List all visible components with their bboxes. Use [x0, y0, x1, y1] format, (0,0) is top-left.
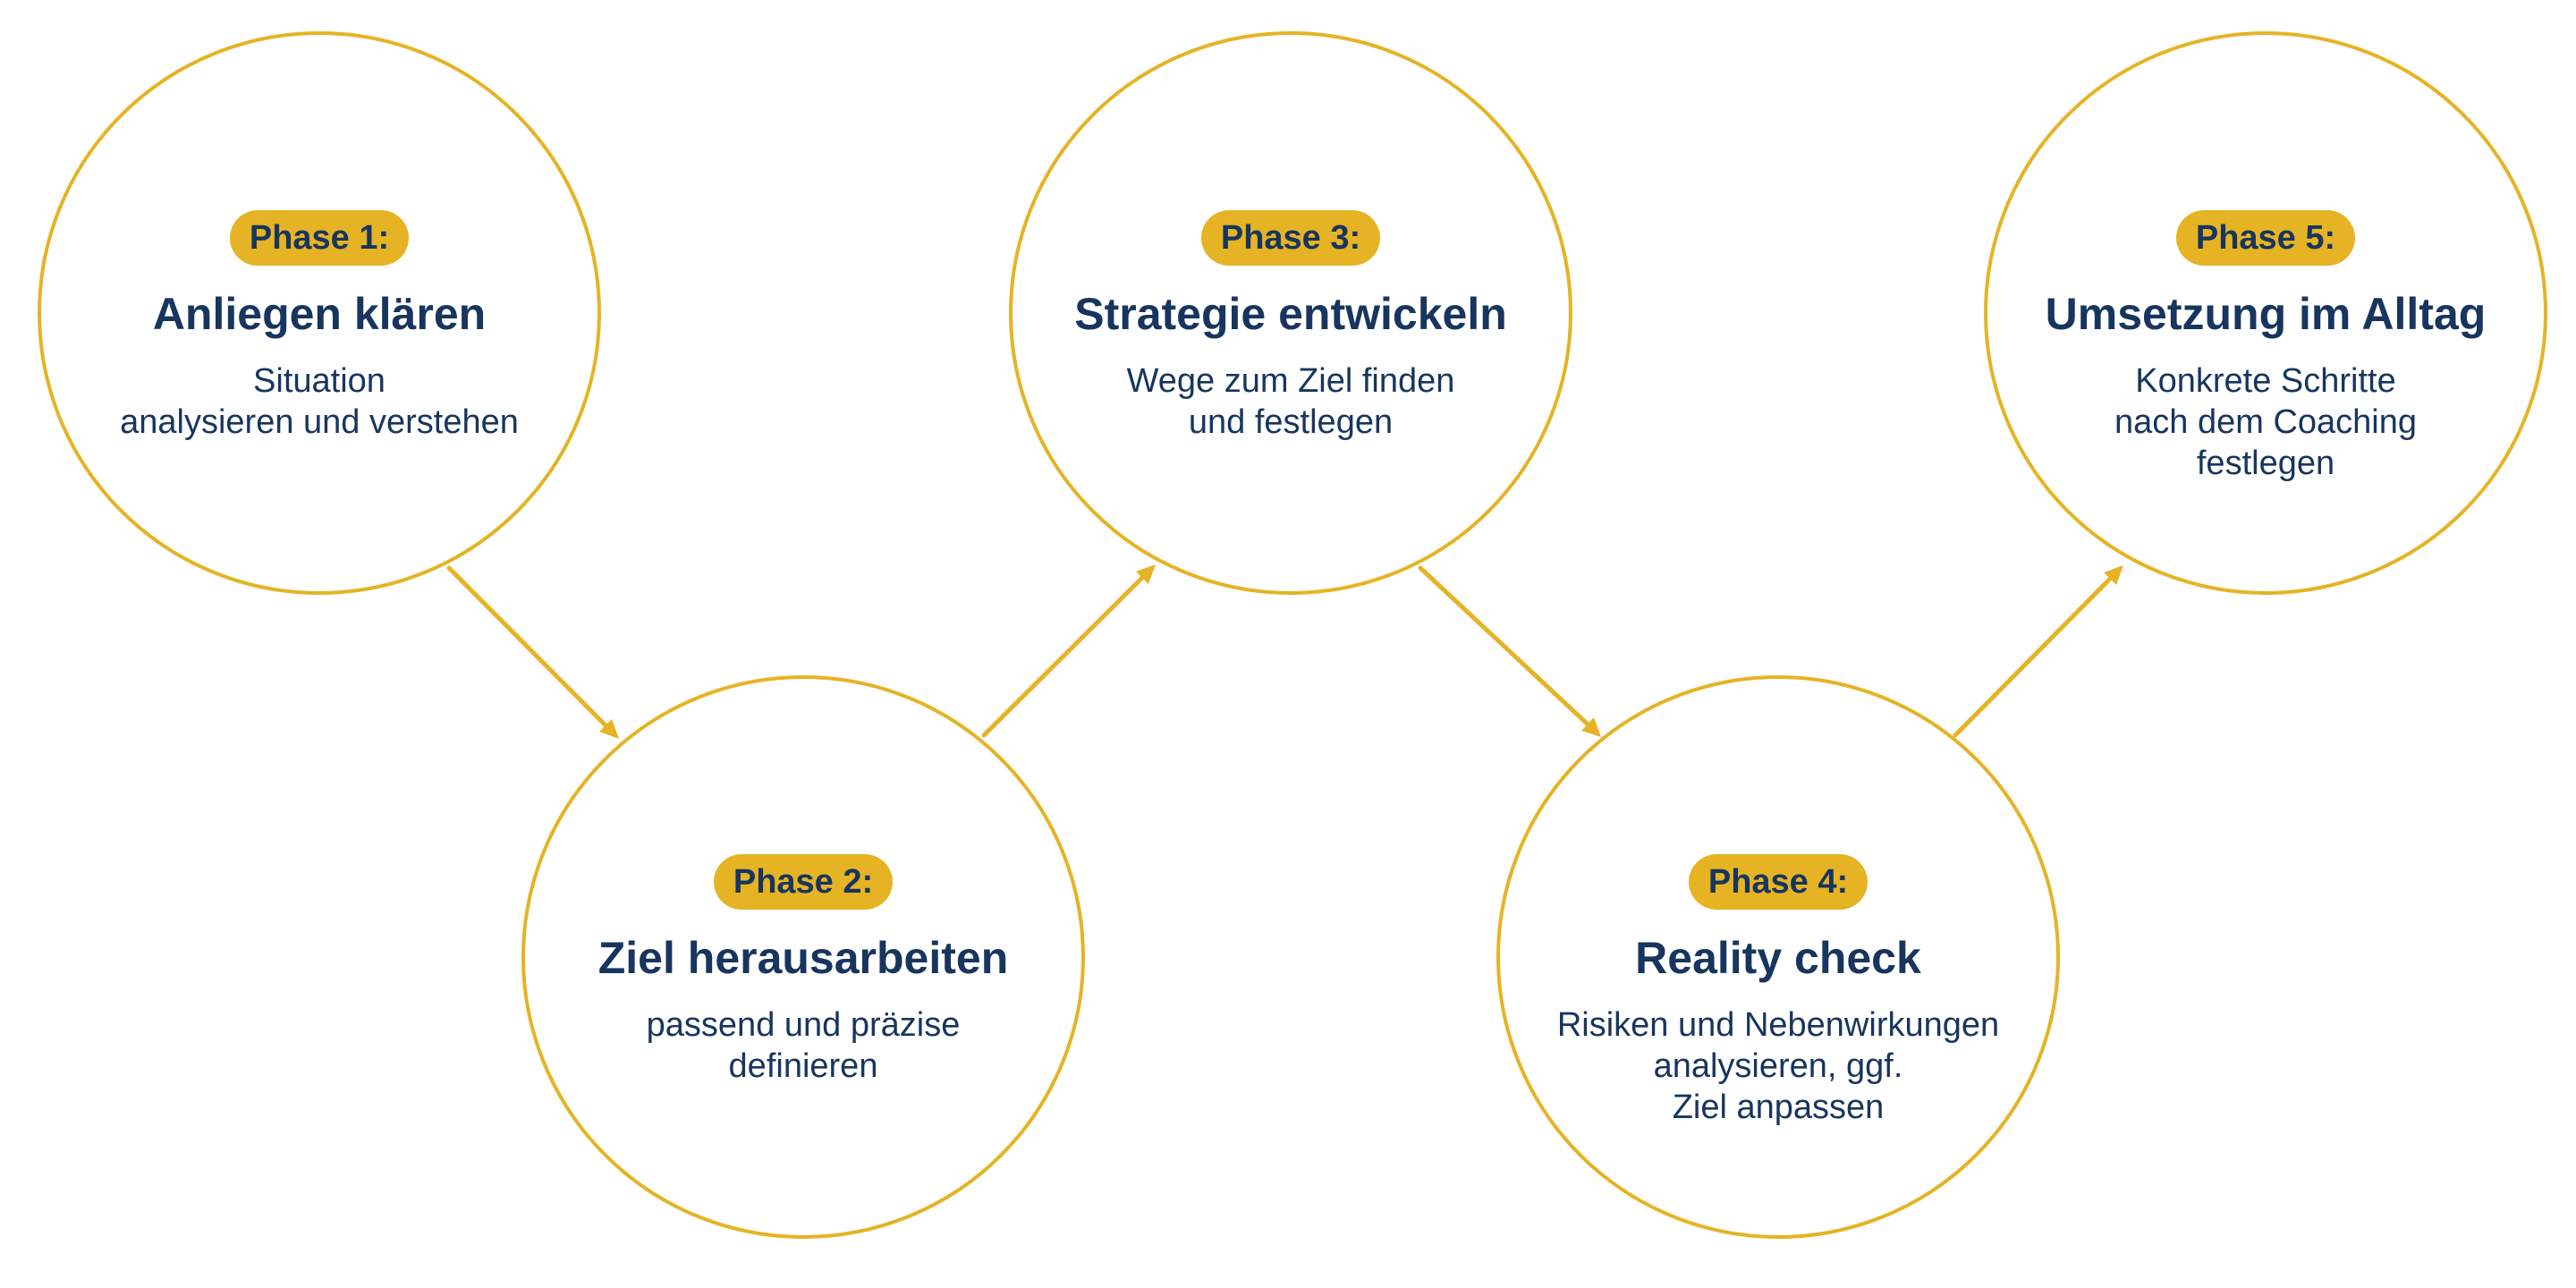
phase-3-description-line: und festlegen	[1188, 403, 1394, 441]
phase-3-title: Strategie entwickeln	[1074, 289, 1507, 339]
phase-1-title: Anliegen klären	[152, 289, 487, 339]
phase-5-circle: Phase 5: Umsetzung im Alltag Konkrete Sc…	[1984, 31, 2547, 595]
phase-3-description-line: Wege zum Ziel finden	[1126, 362, 1455, 400]
phase-4-description-line: Ziel anpassen	[1672, 1089, 1885, 1126]
phase-1-description-line: analysieren und verstehen	[120, 403, 519, 441]
phase-2-circle: Phase 2: Ziel herausarbeiten passend und…	[521, 675, 1085, 1239]
phase-4-badge: Phase 4:	[1688, 854, 1868, 910]
phase-2-description-line: passend und präzise	[646, 1006, 961, 1044]
arrowhead-icon-2-to-3	[1136, 564, 1156, 584]
arrow-icon-2-to-3	[981, 565, 1155, 738]
phase-5-description-line: nach dem Coaching	[2114, 403, 2417, 441]
phase-3-circle: Phase 3: Strategie entwickeln Wege zum Z…	[1009, 31, 1572, 595]
phase-5-title: Umsetzung im Alltag	[2045, 289, 2487, 339]
phase-5-description: Konkrete Schritte nach dem Coaching fest…	[1987, 360, 2544, 484]
phase-3-badge: Phase 3:	[1200, 210, 1381, 266]
phase-5-description-line: Konkrete Schritte	[2135, 362, 2396, 400]
phase-3-description: Wege zum Ziel finden und festlegen	[1013, 360, 1569, 443]
arrowhead-icon-3-to-4	[1581, 717, 1601, 737]
arrowhead-icon-1-to-2	[599, 719, 619, 739]
phase-4-description: Risiken und Nebenwirkungen analysieren, …	[1500, 1004, 2056, 1128]
arrowhead-icon-4-to-5	[2104, 565, 2123, 585]
phase-1-badge: Phase 1:	[229, 210, 410, 266]
phase-2-description: passend und präzise definieren	[525, 1004, 1081, 1087]
phase-4-title: Reality check	[1635, 933, 1921, 983]
phase-1-description-line: Situation	[253, 362, 386, 400]
arrow-icon-3-to-4	[1418, 565, 1600, 736]
phase-4-circle: Phase 4: Reality check Risiken und Neben…	[1496, 675, 2060, 1239]
phase-1-description: Situation analysieren und verstehen	[41, 360, 597, 443]
arrow-icon-1-to-2	[446, 565, 618, 738]
phase-2-title: Ziel herausarbeiten	[597, 933, 1009, 983]
phase-5-description-line: festlegen	[2196, 445, 2335, 482]
phase-1-circle: Phase 1: Anliegen klären Situation analy…	[38, 31, 601, 595]
phase-5-badge: Phase 5:	[2175, 210, 2356, 266]
phase-2-description-line: definieren	[728, 1047, 878, 1085]
arrow-icon-4-to-5	[1953, 566, 2123, 738]
phase-2-badge: Phase 2:	[713, 854, 894, 910]
phase-4-description-line: Risiken und Nebenwirkungen	[1556, 1006, 2000, 1044]
phase-4-description-line: analysieren, ggf.	[1653, 1047, 1903, 1085]
